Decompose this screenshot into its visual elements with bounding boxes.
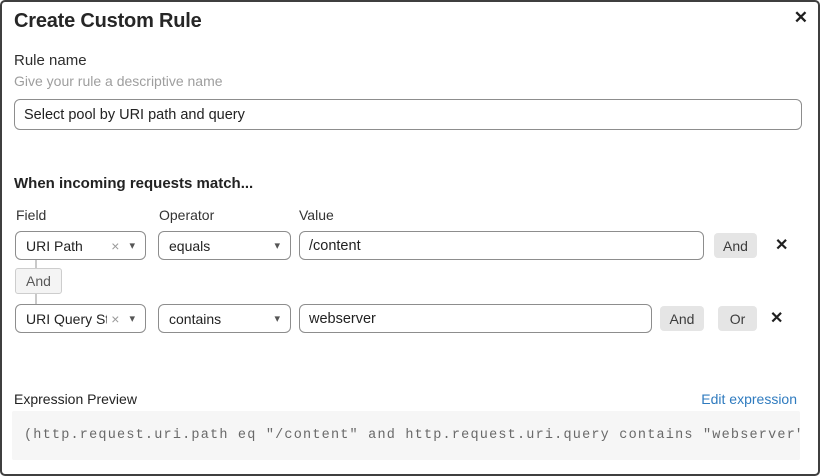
clear-icon[interactable]: × — [111, 310, 120, 327]
expression-preview-label: Expression Preview — [14, 391, 137, 407]
row1-value-input[interactable] — [299, 231, 704, 260]
field-column-label: Field — [16, 207, 47, 223]
match-heading: When incoming requests match... — [14, 175, 254, 192]
value-column-label: Value — [299, 207, 334, 223]
connector-line-top — [35, 260, 37, 268]
expression-code-block: (http.request.uri.path eq "/content" and… — [12, 411, 800, 460]
row2-operator-select[interactable]: contains ▾ — [158, 304, 291, 333]
row1-remove-icon[interactable]: ✕ — [775, 237, 789, 254]
rule-name-helper: Give your rule a descriptive name — [14, 73, 223, 89]
connector-and-badge[interactable]: And — [15, 268, 62, 294]
clear-icon[interactable]: × — [111, 237, 120, 254]
row2-remove-icon[interactable]: ✕ — [770, 310, 784, 327]
row2-operator-value: contains — [169, 310, 222, 327]
close-icon[interactable]: ✕ — [793, 8, 808, 27]
rule-name-input[interactable] — [14, 99, 802, 130]
row2-field-select[interactable]: URI Query St... × ▾ — [15, 304, 146, 333]
row1-and-button[interactable]: And — [714, 233, 757, 258]
rule-name-label: Rule name — [14, 52, 87, 69]
row2-and-button[interactable]: And — [660, 306, 704, 331]
row1-field-select[interactable]: URI Path × ▾ — [15, 231, 146, 260]
row1-operator-value: equals — [169, 237, 211, 254]
row1-operator-select[interactable]: equals ▾ — [158, 231, 291, 260]
chevron-down-icon: ▾ — [129, 313, 135, 325]
chevron-down-icon: ▾ — [129, 240, 135, 252]
row1-field-value: URI Path — [26, 237, 83, 254]
expression-code: (http.request.uri.path eq "/content" and… — [24, 428, 800, 443]
row2-field-value: URI Query St... — [26, 310, 107, 327]
dialog-title: Create Custom Rule — [14, 10, 202, 32]
chevron-down-icon: ▾ — [274, 313, 280, 325]
chevron-down-icon: ▾ — [274, 240, 280, 252]
row2-value-input[interactable] — [299, 304, 652, 333]
edit-expression-link[interactable]: Edit expression — [701, 391, 797, 407]
connector-line-bottom — [35, 294, 37, 304]
operator-column-label: Operator — [159, 207, 215, 223]
row2-or-button[interactable]: Or — [718, 306, 757, 331]
